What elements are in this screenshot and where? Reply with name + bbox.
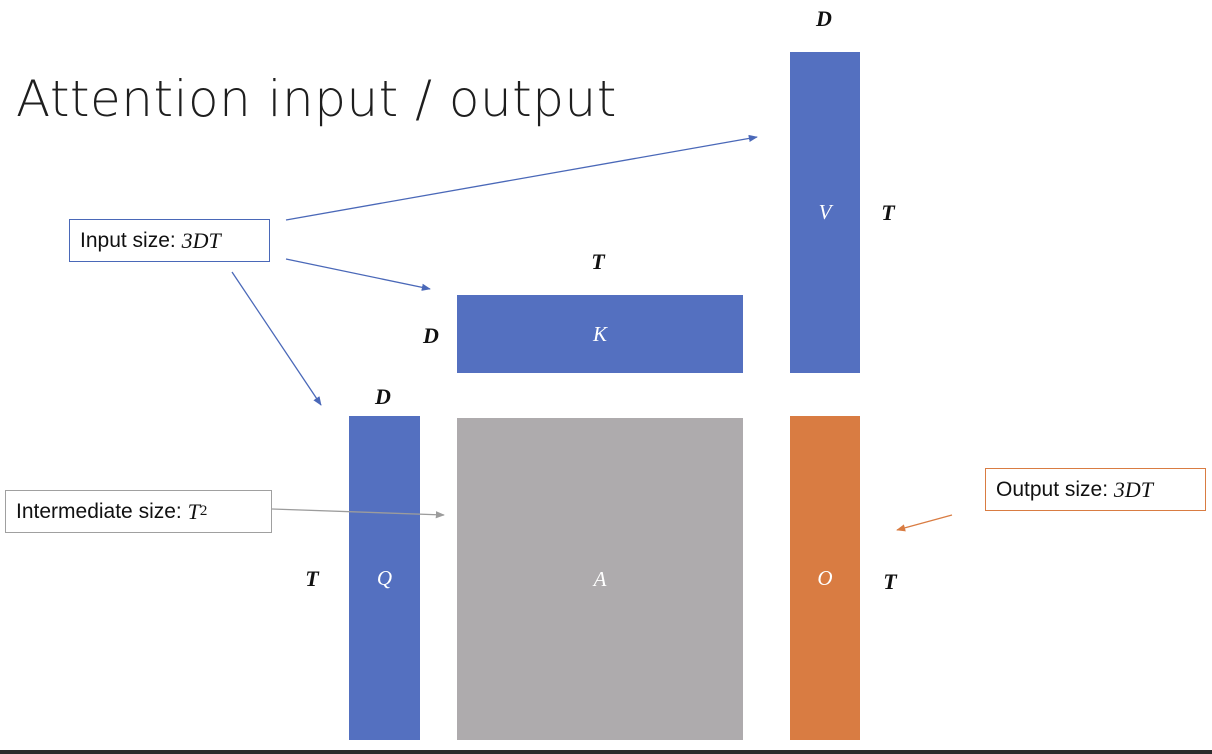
k-rows-label: D bbox=[423, 323, 439, 348]
input-size-math: 3DT bbox=[181, 227, 221, 253]
q-matrix-label: Q bbox=[376, 565, 393, 590]
output-size-callout: Output size: 3DT bbox=[985, 468, 1206, 511]
arrow-intermediate-to-a bbox=[271, 508, 445, 519]
a-matrix: A bbox=[457, 418, 743, 740]
o-matrix: O bbox=[790, 416, 860, 740]
intermediate-size-sup: 2 bbox=[199, 503, 208, 519]
intermediate-size-math: T bbox=[187, 498, 200, 524]
output-size-text: Output size: bbox=[996, 477, 1109, 501]
o-rows-label: T bbox=[883, 569, 897, 594]
bottom-edge-bar bbox=[0, 750, 1212, 754]
input-size-callout: Input size: 3DT bbox=[69, 219, 270, 262]
v-rows-label: T bbox=[881, 200, 895, 225]
k-cols-label: T bbox=[591, 249, 605, 274]
slide-title: Attention input / output bbox=[16, 70, 617, 128]
q-matrix: Q bbox=[349, 416, 420, 740]
a-matrix-label: A bbox=[593, 566, 607, 591]
q-cols-label: D bbox=[375, 384, 391, 409]
arrow-input-to-k bbox=[285, 258, 431, 291]
o-matrix-label: O bbox=[817, 565, 833, 590]
intermediate-size-text: Intermediate size: bbox=[16, 499, 182, 523]
k-matrix: K bbox=[457, 295, 743, 373]
arrow-input-to-q bbox=[231, 271, 322, 406]
q-rows-label: T bbox=[305, 566, 319, 591]
v-matrix-label: V bbox=[818, 200, 832, 224]
arrow-output-to-o bbox=[896, 514, 953, 532]
v-matrix: V bbox=[790, 52, 860, 373]
k-matrix-label: K bbox=[592, 321, 607, 346]
v-cols-label: D bbox=[816, 6, 832, 31]
arrow-input-to-v bbox=[285, 134, 758, 221]
input-size-text: Input size: bbox=[80, 228, 176, 252]
output-size-math: 3DT bbox=[1113, 476, 1154, 502]
